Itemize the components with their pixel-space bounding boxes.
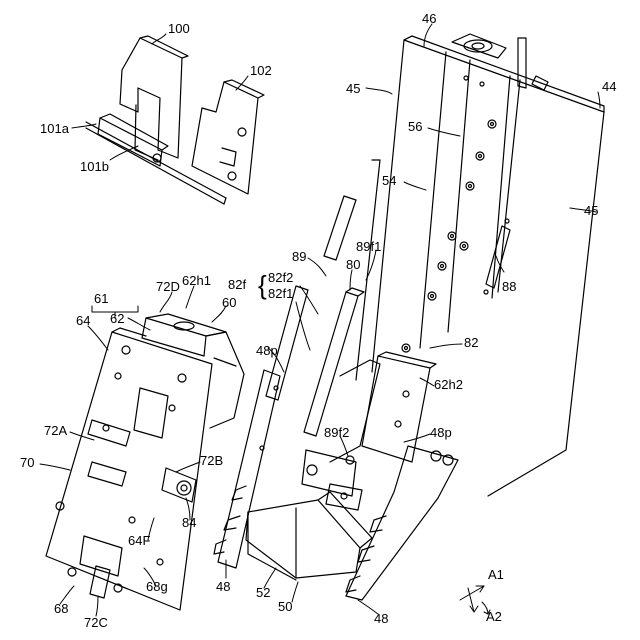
label-80: 80 [346, 258, 360, 271]
label-60: 60 [222, 296, 236, 309]
label-64F: 64F [128, 534, 150, 547]
label-64: 64 [76, 314, 90, 327]
label-101a: 101a [40, 122, 69, 135]
part-44-column [372, 34, 604, 496]
label-82: 82 [464, 336, 478, 349]
label-89f2: 89f2 [324, 426, 349, 439]
label-54: 54 [382, 174, 396, 187]
label-50: 50 [278, 600, 292, 613]
label-89f1: 89f1 [356, 240, 381, 253]
label-A2: A2 [486, 610, 502, 623]
label-102: 102 [250, 64, 272, 77]
label-72C: 72C [84, 616, 108, 629]
part-48-right-arm [346, 446, 458, 600]
part-82-slider [362, 352, 436, 462]
label-89: 89 [292, 250, 306, 263]
label-44: 44 [602, 80, 616, 93]
label-72A: 72A [44, 424, 67, 437]
part-48-left-arm [214, 370, 280, 568]
label-62: 62 [110, 312, 124, 325]
label-72B: 72B [200, 454, 223, 467]
label-62h1: 62h1 [182, 274, 211, 287]
label-72D: 72D [156, 280, 180, 293]
label-88: 88 [502, 280, 516, 293]
label-45-right: 45 [584, 204, 598, 217]
label-82f-bracket: { [258, 272, 267, 298]
part-100-bracket [120, 36, 188, 160]
label-48p-right: 48p [430, 426, 452, 439]
part-80-link [304, 288, 364, 436]
label-48-right: 48 [374, 612, 388, 625]
part-50-block [246, 492, 372, 580]
label-56: 56 [408, 120, 422, 133]
label-82f2: 82f2 [268, 271, 293, 284]
part-102-plate [192, 80, 264, 194]
label-100: 100 [168, 22, 190, 35]
label-45-top: 45 [346, 82, 360, 95]
label-61: 61 [94, 292, 108, 305]
label-A1: A1 [488, 568, 504, 581]
label-101b: 101b [80, 160, 109, 173]
label-68: 68 [54, 602, 68, 615]
label-84: 84 [182, 516, 196, 529]
label-46: 46 [422, 12, 436, 25]
label-48p-left: 48p [256, 344, 278, 357]
label-48-left: 48 [216, 580, 230, 593]
label-70: 70 [20, 456, 34, 469]
label-82f: 82f [228, 278, 246, 291]
label-62h2: 62h2 [434, 378, 463, 391]
label-82f1: 82f1 [268, 287, 293, 300]
label-68g: 68g [146, 580, 168, 593]
label-52: 52 [256, 586, 270, 599]
